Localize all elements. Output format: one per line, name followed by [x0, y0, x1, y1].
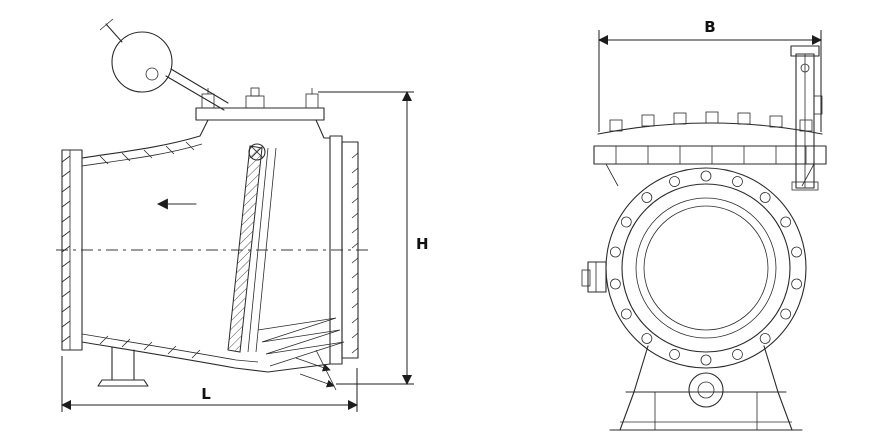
body-flange-circles	[605, 167, 807, 369]
bonnet-bolt-right	[305, 93, 319, 109]
drain-boss	[688, 372, 724, 408]
lever-counterweight-assembly	[99, 18, 229, 111]
valve-body-section	[81, 119, 331, 387]
dimension-h: H	[318, 91, 429, 385]
dimension-l-label: L	[201, 385, 211, 403]
seat-ring	[247, 147, 277, 353]
spring-seat-detail	[257, 317, 345, 391]
side-lever-assembly	[790, 45, 823, 191]
side-section-view: H L	[56, 18, 429, 412]
left-flange	[61, 149, 83, 351]
dimension-h-label: H	[416, 235, 429, 253]
flange-bolt-holes	[609, 170, 803, 366]
right-flange	[329, 135, 359, 365]
body-support-foot	[97, 346, 149, 387]
dimension-l: L	[61, 356, 358, 412]
dimension-b: B	[598, 18, 822, 132]
disc-pivot	[248, 143, 266, 161]
front-view: B	[581, 18, 827, 431]
valve-disc	[227, 143, 277, 353]
bonnet-assembly	[195, 87, 331, 139]
counterweight-disc	[111, 31, 173, 93]
top-cover	[593, 111, 827, 187]
dimension-b-label: B	[704, 18, 715, 36]
cover-bolts	[609, 111, 813, 164]
bonnet-center-cap	[245, 95, 265, 109]
base-pedestal	[609, 345, 803, 431]
hinge-clamp	[581, 261, 607, 293]
